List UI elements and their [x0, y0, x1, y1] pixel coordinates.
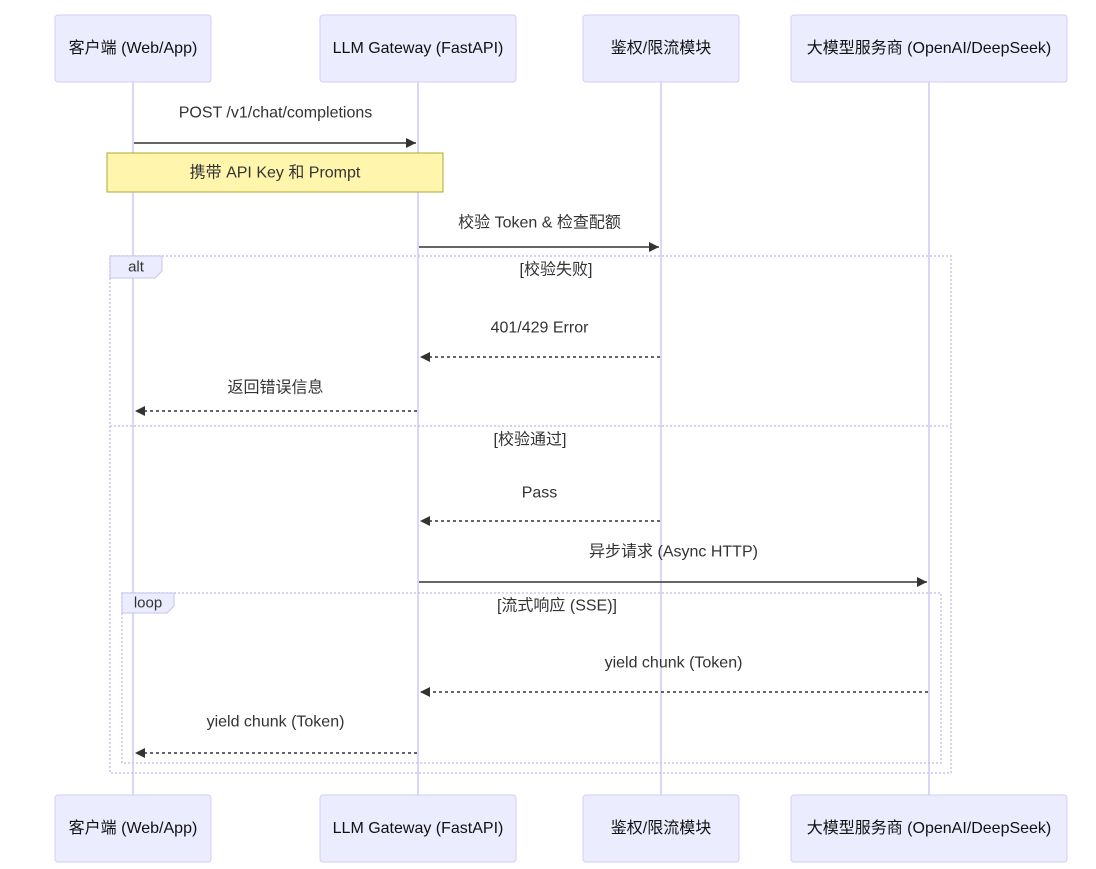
actor-label: 客户端 (Web/App) — [69, 39, 198, 57]
message-pass-reply: Pass — [420, 485, 660, 526]
alt-frame-tab — [109, 255, 163, 279]
actor-client-bottom: 客户端 (Web/App) — [54, 794, 212, 863]
message-error-to-client: 返回错误信息 — [135, 379, 417, 416]
loop-frame: loop [流式响应 (SSE)] — [121, 592, 942, 764]
message-post-completions: POST /v1/chat/completions — [134, 105, 416, 148]
actor-client-top: 客户端 (Web/App) — [54, 14, 212, 83]
actor-llm-provider-bottom: 大模型服务商 (OpenAI/DeepSeek) — [790, 794, 1068, 863]
actor-auth-bottom: 鉴权/限流模块 — [582, 794, 740, 863]
loop-frame-border — [121, 592, 942, 764]
actor-auth-top: 鉴权/限流模块 — [582, 14, 740, 83]
actor-box — [319, 794, 517, 863]
message-label: yield chunk (Token) — [207, 714, 345, 731]
alt-frame-border — [109, 255, 952, 774]
actor-gateway-top: LLM Gateway (FastAPI) — [319, 14, 517, 83]
actor-gateway-bottom: LLM Gateway (FastAPI) — [319, 794, 517, 863]
message-label: 异步请求 (Async HTTP) — [589, 543, 758, 561]
message-label: Pass — [522, 485, 558, 502]
actor-box — [790, 14, 1068, 83]
actor-llm-provider-top: 大模型服务商 (OpenAI/DeepSeek) — [790, 14, 1068, 83]
actor-label: LLM Gateway (FastAPI) — [333, 820, 504, 837]
note-text: 携带 API Key 和 Prompt — [190, 164, 361, 182]
actor-box — [582, 794, 740, 863]
actor-box — [319, 14, 517, 83]
actor-box — [54, 14, 212, 83]
actor-label: 客户端 (Web/App) — [69, 819, 198, 837]
message-async-request: 异步请求 (Async HTTP) — [419, 543, 927, 587]
actor-label: 鉴权/限流模块 — [611, 39, 711, 57]
alt-condition-passed: [校验通过] — [494, 431, 567, 449]
note: 携带 API Key 和 Prompt — [106, 152, 444, 193]
actor-label: LLM Gateway (FastAPI) — [333, 40, 504, 57]
message-label: 返回错误信息 — [227, 379, 323, 397]
message-error-reply: 401/429 Error — [420, 320, 660, 362]
loop-frame-label: loop — [134, 595, 162, 612]
actor-box — [582, 14, 740, 83]
message-label: POST /v1/chat/completions — [179, 105, 373, 122]
message-yield-chunk-to-gateway: yield chunk (Token) — [420, 655, 928, 697]
alt-frame-label: alt — [128, 259, 145, 276]
alt-frame: alt [校验失败] [校验通过] — [109, 255, 952, 774]
note-box — [106, 152, 444, 193]
actor-box — [54, 794, 212, 863]
actor-label: 大模型服务商 (OpenAI/DeepSeek) — [807, 819, 1052, 837]
loop-condition: [流式响应 (SSE)] — [497, 596, 617, 615]
loop-frame-tab — [121, 592, 175, 614]
actor-box — [790, 794, 1068, 863]
message-label: yield chunk (Token) — [605, 655, 743, 672]
message-validate-token: 校验 Token & 检查配额 — [419, 214, 659, 252]
message-yield-chunk-to-client: yield chunk (Token) — [135, 714, 417, 758]
alt-condition-failed: [校验失败] — [520, 261, 593, 279]
message-label: 401/429 Error — [491, 320, 590, 337]
message-label: 校验 Token & 检查配额 — [458, 214, 621, 232]
actor-label: 鉴权/限流模块 — [611, 819, 711, 837]
actor-label: 大模型服务商 (OpenAI/DeepSeek) — [807, 39, 1052, 57]
